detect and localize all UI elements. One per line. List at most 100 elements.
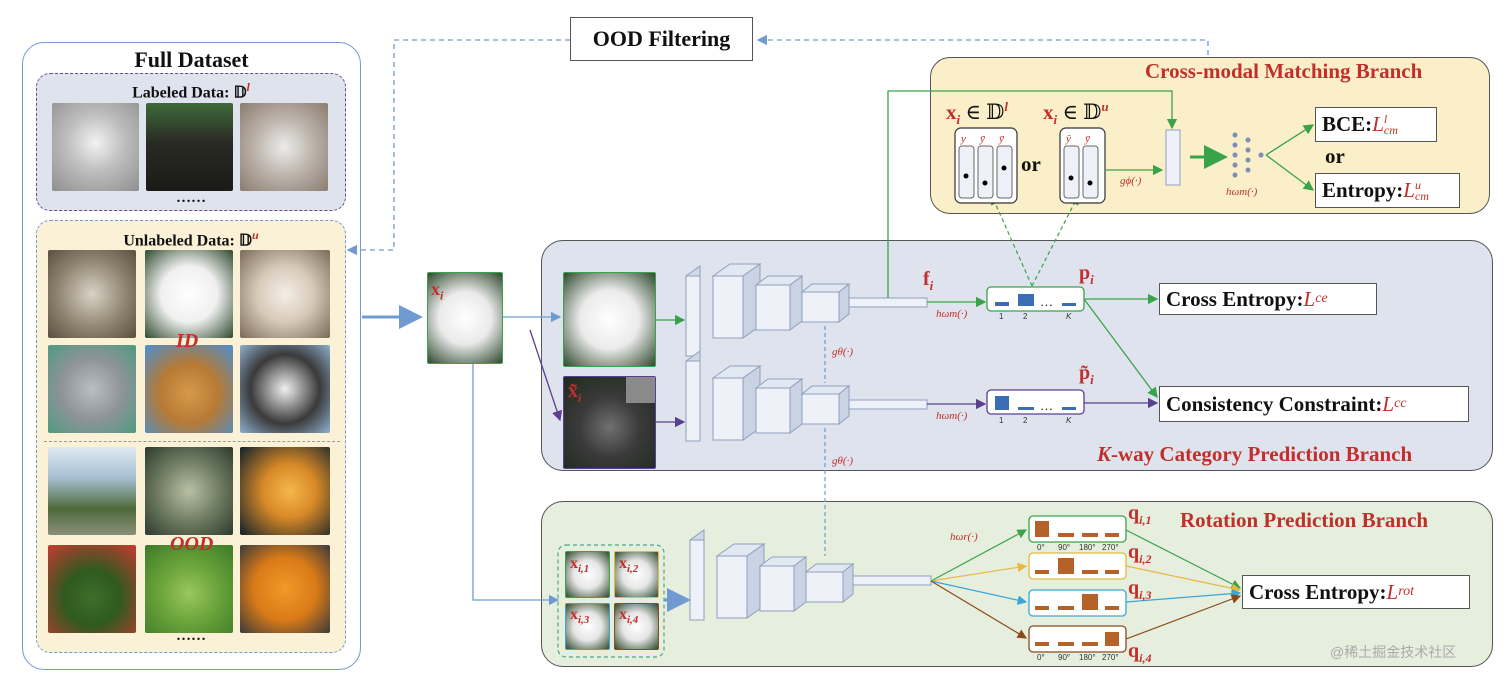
full-dataset-title: Full Dataset xyxy=(134,47,249,72)
unlabeled-image-cat-1 xyxy=(48,250,136,338)
or-label-2: or xyxy=(1325,144,1345,168)
h-omega-bottom-label: hωm(·) xyxy=(936,410,968,422)
unlabeled-image-orange xyxy=(240,545,330,633)
h-omega-r-label: hωr(·) xyxy=(950,531,978,543)
g-theta-label-1: gθ(·) xyxy=(832,346,853,358)
unlabeled-image-goldfish xyxy=(240,447,330,535)
rotated-tile-4 xyxy=(614,603,659,650)
g-theta-label-2: gθ(·) xyxy=(832,455,853,467)
rot-bar-2-0 xyxy=(1035,570,1049,574)
rot-bar-2-90 xyxy=(1058,558,1074,574)
prob-bar-bottom-1 xyxy=(995,396,1009,410)
rotation-branch-title: Rotation Prediction Branch xyxy=(1180,508,1429,532)
rot-bar-4-90 xyxy=(1058,642,1074,646)
rotated-tile-1 xyxy=(565,551,610,598)
axis-bottom-1: 1 xyxy=(999,416,1004,425)
cnn-encoder-rotation xyxy=(689,529,932,621)
axis-top-k: K xyxy=(1066,312,1072,321)
cross-modal-branch-title: Cross-modal Matching Branch xyxy=(1145,59,1423,83)
labeled-ellipsis: …… xyxy=(176,190,206,206)
y-hat-label-1: ȳ xyxy=(980,133,985,145)
y-hat-unlabeled-2: ȳ xyxy=(1085,133,1090,145)
h-omega-top-label: hωm(·) xyxy=(936,308,968,320)
input-image xyxy=(427,272,503,364)
rot-axis-270-b: 270° xyxy=(1102,653,1119,662)
unlabeled-image-frog xyxy=(145,545,233,633)
rot-bar-1-270 xyxy=(1105,533,1119,537)
id-tag: ID xyxy=(176,330,199,352)
rotated-tile-4-label: xi,4 xyxy=(619,606,639,627)
cnn-encoder-middle xyxy=(685,350,928,442)
prob-bar-top-k xyxy=(1062,303,1076,306)
labeled-image-dog-doberman xyxy=(146,103,233,191)
axis-bottom-2: 2 xyxy=(1023,416,1028,425)
rot-axis-180: 180° xyxy=(1079,543,1096,552)
ood-filtering-box: OOD Filtering xyxy=(570,17,753,61)
ood-tag: OOD xyxy=(170,533,214,555)
axis-top-1: 1 xyxy=(999,312,1004,321)
augmented-mask-patch xyxy=(626,377,655,403)
rot-bar-4-180 xyxy=(1082,642,1098,646)
rot-bar-4-0 xyxy=(1035,642,1049,646)
q-label-2: qi,2 xyxy=(1128,541,1152,566)
rot-bar-1-0 xyxy=(1035,521,1049,537)
axis-top-2: 2 xyxy=(1023,312,1028,321)
augmented-input-label: x̃i xyxy=(568,380,582,405)
prob-ellipsis-bottom: … xyxy=(1040,398,1053,413)
prob-bar-bottom-2 xyxy=(1018,407,1034,410)
id-ood-divider xyxy=(44,441,340,442)
or-label-1: or xyxy=(1021,152,1041,176)
unlabeled-image-lighthouse xyxy=(48,447,136,535)
q-label-3: qi,3 xyxy=(1128,577,1152,602)
feature-label: fi xyxy=(923,268,934,293)
y-hat-label-2: ȳ xyxy=(999,133,1004,145)
unlabeled-image-peppers xyxy=(48,545,136,633)
q-label-4: qi,4 xyxy=(1128,640,1152,665)
kway-branch-title: K-way Category Prediction Branch xyxy=(1097,442,1413,466)
rot-axis-0-b: 0° xyxy=(1037,653,1045,662)
rot-bar-3-270 xyxy=(1105,606,1119,610)
prob-bar-bottom-k xyxy=(1062,407,1076,410)
labeled-data-title: Labeled Data: 𝔻l xyxy=(132,80,250,102)
rot-axis-270: 270° xyxy=(1102,543,1119,552)
rot-bar-3-180 xyxy=(1082,594,1098,610)
rotated-tile-1-label: xi,1 xyxy=(570,555,590,576)
rotated-tile-3 xyxy=(565,603,610,650)
labeled-sample-label: xi ∈ 𝔻l xyxy=(946,99,1009,128)
rot-bar-3-0 xyxy=(1035,606,1049,610)
unlabeled-ellipsis: …… xyxy=(176,628,206,644)
unlabeled-image-cat-3 xyxy=(48,345,136,433)
unlabeled-data-title: Unlabeled Data: 𝔻u xyxy=(123,228,259,250)
labeled-image-cat-1 xyxy=(52,103,139,191)
rot-axis-0: 0° xyxy=(1037,543,1045,552)
rot-axis-180-b: 180° xyxy=(1079,653,1096,662)
labeled-image-cat-2 xyxy=(240,103,328,191)
rot-bar-3-90 xyxy=(1058,606,1074,610)
rotated-tile-2-label: xi,2 xyxy=(619,555,639,576)
unlabeled-image-golden-retriever xyxy=(145,345,233,433)
prob-label: pi xyxy=(1079,262,1094,287)
kway-input-image xyxy=(563,272,656,367)
unlabeled-image-coral xyxy=(145,447,233,535)
rot-axis-90: 90° xyxy=(1058,543,1071,552)
prob-bar-top-1 xyxy=(995,302,1009,306)
axis-bottom-k: K xyxy=(1066,416,1072,425)
rot-bar-2-270 xyxy=(1105,570,1119,574)
unlabeled-image-samoyed xyxy=(145,250,233,338)
input-label: xi xyxy=(431,279,444,303)
unlabeled-sample-label: xi ∈ 𝔻u xyxy=(1043,99,1109,128)
unlabeled-image-husky xyxy=(240,345,330,433)
q-label-1: qi,1 xyxy=(1128,502,1152,527)
prob-bar-top-2 xyxy=(1018,294,1034,306)
rot-bar-4-270 xyxy=(1105,632,1119,646)
h-omega-m-label: hωm(·) xyxy=(1226,186,1258,198)
rotated-tile-2 xyxy=(614,551,659,598)
prob-tilde-label: p̃i xyxy=(1079,362,1094,387)
cnn-encoder-top xyxy=(685,263,928,357)
rotated-tile-3-label: xi,3 xyxy=(570,606,590,627)
